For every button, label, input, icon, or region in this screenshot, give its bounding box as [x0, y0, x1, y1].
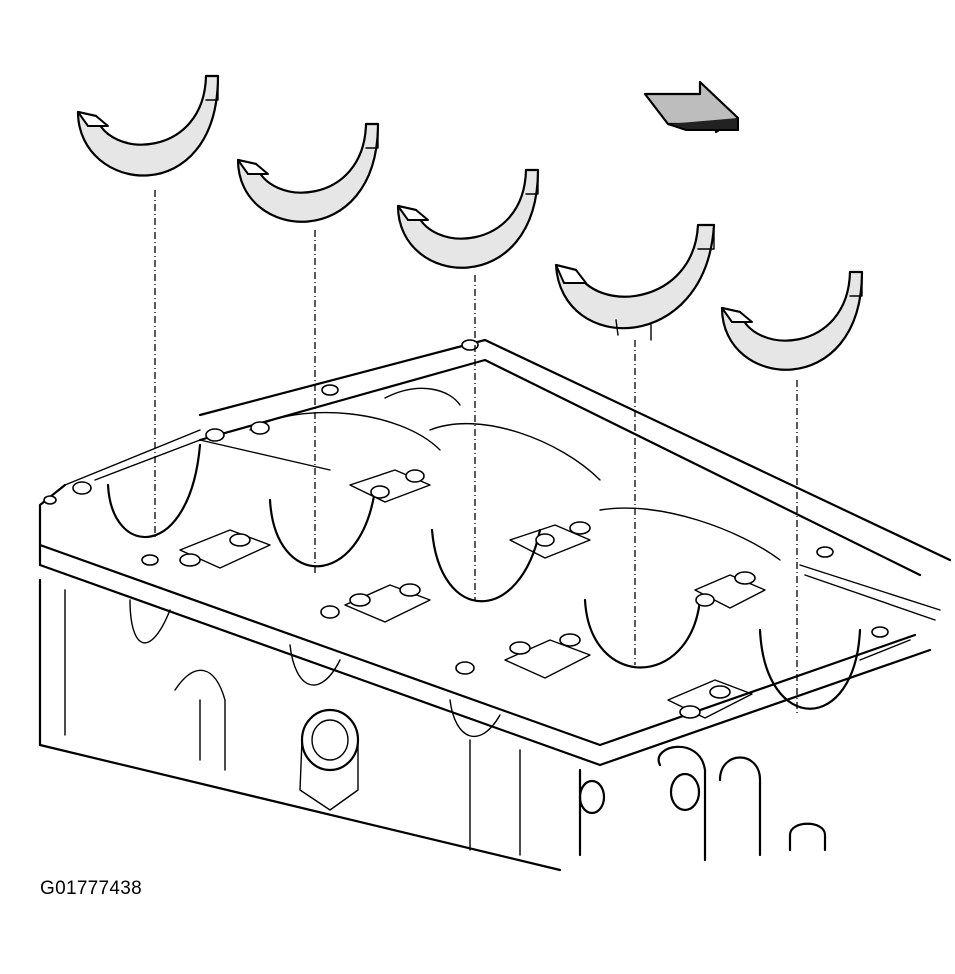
engine-block: [38, 338, 952, 872]
front-direction-arrow-icon: [643, 80, 740, 134]
alignment-lines: [154, 190, 798, 715]
figure-id-label: G01777438: [40, 878, 143, 899]
bearing-shell-5: [720, 270, 864, 371]
bearing-shell-4-thrust: [554, 223, 716, 341]
bearing-shell-1: [76, 74, 220, 177]
bearing-shell-2: [236, 122, 380, 223]
bearing-shell-3: [396, 168, 540, 269]
